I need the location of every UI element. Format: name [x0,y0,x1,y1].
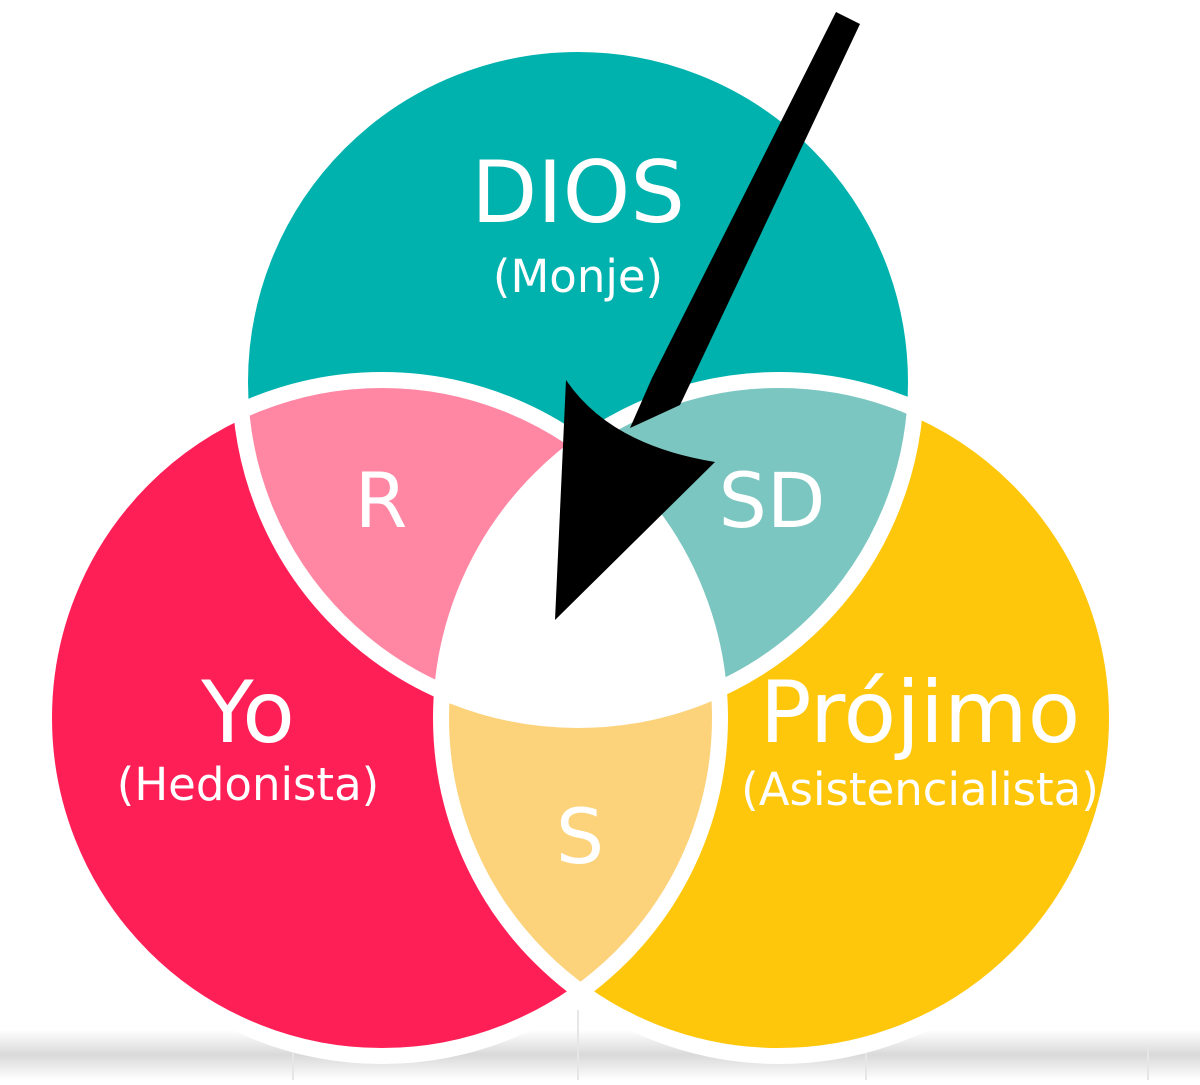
arrow-head [555,380,715,620]
floor-shadow [0,1030,1200,1080]
arrow-icon [555,12,860,620]
outline-projimo [433,372,1125,1064]
label-projimo-title: Prójimo [760,663,1081,763]
outline-dios [232,36,924,728]
label-dios-subtitle: (Monje) [493,250,663,303]
label-yo-subtitle: (Hedonista) [117,758,379,811]
label-overlap-sd: SD [719,456,826,545]
label-overlap-r: R [355,456,408,545]
label-dios-title: DIOS [471,143,685,243]
label-overlap-s: S [556,792,604,881]
arrow-shaft [630,12,860,428]
outline-yo [36,372,728,1064]
label-yo-title: Yo [200,663,295,763]
label-projimo-subtitle: (Asistencialista) [741,763,1099,816]
